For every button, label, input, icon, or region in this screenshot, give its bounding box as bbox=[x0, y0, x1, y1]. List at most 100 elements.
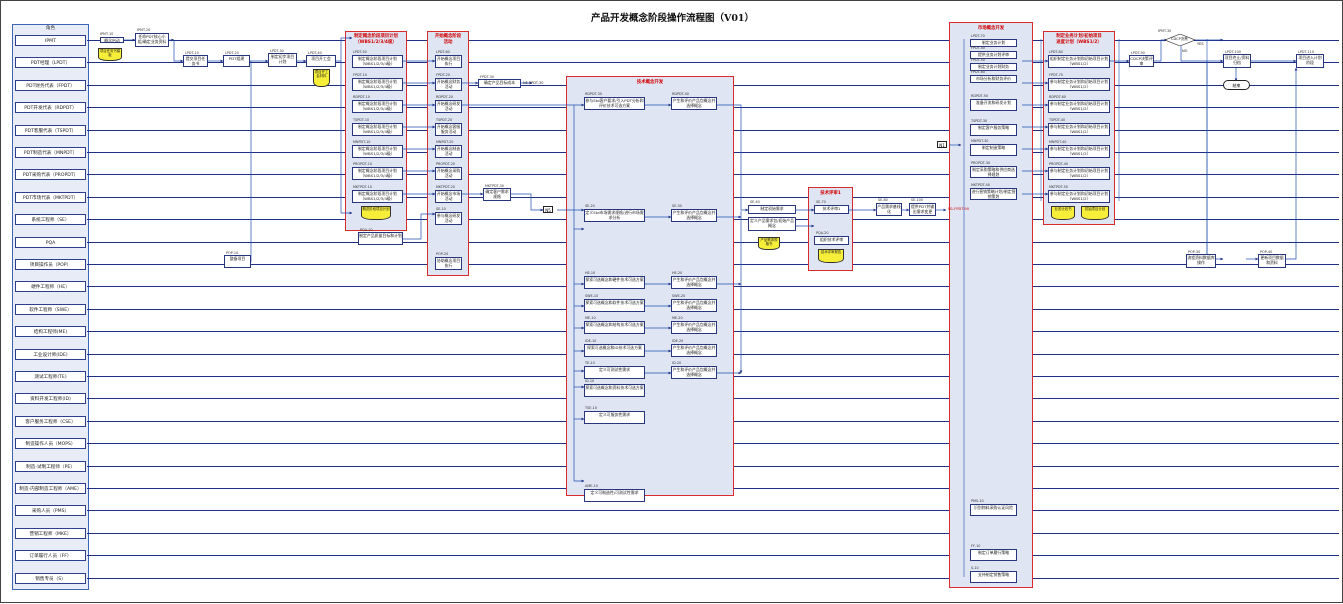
business-task-box-code: PROPDT-30 bbox=[971, 161, 991, 165]
cdcp-decision-diamond[interactable] bbox=[1165, 34, 1195, 46]
se40-box[interactable]: 制定初始需求 bbox=[748, 205, 796, 214]
swimlane-line bbox=[87, 62, 1339, 63]
yes-label: YES bbox=[1197, 42, 1204, 46]
start-task-box[interactable]: 开始概念采购活动 bbox=[435, 167, 462, 180]
bp-task-box[interactable]: 参与制定业务计划和初始项目计划（WBS1/2） bbox=[1048, 100, 1110, 113]
ipmt20-box[interactable]: 任命PDT核心小组/确定业务资料 bbox=[135, 33, 169, 47]
business-task-box[interactable]: 市场分析和财务评价 bbox=[970, 75, 1017, 83]
pqa10-box[interactable]: 制定产品质量目标和计划 bbox=[358, 232, 403, 245]
business-task-box[interactable]: 制定客户服务策略 bbox=[970, 124, 1017, 136]
start-box[interactable]: 概念启动 bbox=[100, 37, 124, 43]
se50-box[interactable]: 定义产品需求包/初始产品概念 bbox=[748, 217, 796, 231]
lpdt90-box[interactable]: CDCP决策评审 bbox=[1129, 55, 1154, 67]
start-task-box[interactable]: 开始概念客服服务活动 bbox=[435, 123, 462, 136]
bp-task-box[interactable]: 组织制定业务计划和初始项目计划（WBS1/2） bbox=[1048, 55, 1110, 68]
start-task-box[interactable]: 协助概念项目执行 bbox=[435, 257, 462, 270]
pop40-box[interactable]: 更新项目数据和资料 bbox=[1258, 254, 1286, 268]
lpdt110-code: LPDT-110 bbox=[1298, 50, 1314, 54]
tech-explore-box[interactable]: 定义可测试性需求 bbox=[584, 366, 645, 379]
plan-task-box[interactable]: 制定概念阶段项目计划（WBS1/2/3/4级） bbox=[352, 55, 403, 68]
plan-task-box[interactable]: 制定概念阶段项目计划（WBS1/2/3/4级） bbox=[352, 145, 403, 158]
tech-explore-box[interactable]: 定义可服务性需求 bbox=[584, 411, 645, 424]
pop10-box[interactable]: 整备项目 bbox=[224, 255, 251, 268]
business-task-box[interactable]: 识别物料采购认证风险 bbox=[970, 504, 1017, 516]
fpdt-link-label: N5-FPDT-30 bbox=[523, 81, 544, 85]
business-task-box[interactable]: 制定采购策略和供应商选择规划 bbox=[970, 166, 1017, 178]
bp-task-box[interactable]: 参与制定业务计划和初始项目计划（WBS1/2） bbox=[1048, 167, 1110, 180]
tech-concept-box[interactable]: 产生和评价产品包概念并选择概念 bbox=[671, 321, 717, 334]
tech-explore-box[interactable]: 探索可选概念和软件技术可选方案 bbox=[584, 299, 645, 312]
business-plan-document: 业务计划书 bbox=[1051, 206, 1075, 220]
business-task-box[interactable]: 制定订单履行策略 bbox=[970, 549, 1017, 561]
start-task-box-code: MNPDT-20 bbox=[436, 140, 454, 144]
start-task-box[interactable]: 开始概念项目执行 bbox=[435, 55, 462, 68]
tech-explore-box[interactable]: 探索可选概念和资料技术可选方案 bbox=[584, 384, 645, 397]
tech-concept-box[interactable]: 产生和评价产品包概念并选择概念 bbox=[671, 344, 717, 357]
tech-concept-box-code: SWE-20 bbox=[672, 294, 686, 298]
tech-explore-box[interactable]: 探索可选概念和ID技术可选方案 bbox=[584, 344, 645, 357]
phase-start-title: 开始概念阶段 bbox=[434, 34, 462, 39]
plan-task-box[interactable]: 制定概念阶段项目计划（WBS1/2/3/4级） bbox=[352, 190, 403, 203]
mkt30-box[interactable]: 确定客户需求规格 bbox=[483, 188, 511, 201]
start-task-box[interactable]: 开始概念财务活动 bbox=[435, 78, 462, 91]
se80-box[interactable]: 产品需求基线化 bbox=[876, 203, 902, 216]
start-task-box[interactable]: 开始概念制造活动 bbox=[435, 145, 462, 158]
pqa10-code: PQA-10 bbox=[360, 228, 373, 232]
tech-concept-box[interactable]: 产生和评价产品包概念并选择概念 bbox=[671, 97, 717, 110]
bp-task-box[interactable]: 参与制定业务计划和初始项目计划（WBS1/2） bbox=[1048, 190, 1110, 203]
tech-explore-box[interactable]: 定义可制造性/可测试性需求 bbox=[584, 489, 645, 502]
tr-report-document: 技术评审报告 bbox=[818, 249, 844, 263]
tr2-box[interactable]: 组织技术评审 bbox=[814, 236, 849, 245]
bp-task-box[interactable]: 参与制定业务计划和初始项目计划（WBS1/2） bbox=[1048, 78, 1110, 91]
lpdt100-box[interactable]: 项目终止/资料归档 bbox=[1223, 54, 1251, 68]
tr1-box[interactable]: 技术评审1 bbox=[814, 205, 849, 214]
se100-box[interactable]: 提供PDT并输出需求变更 bbox=[909, 203, 936, 216]
business-task-box-code: FPDT-50 bbox=[971, 58, 985, 62]
role-label: PDT客服代表（TSPDT） bbox=[15, 125, 86, 136]
tech-concept-box[interactable]: 产生和评价产品包概念并选择概念 bbox=[671, 276, 717, 289]
start-task-box[interactable]: 开始概念研发活动 bbox=[435, 100, 462, 113]
plan-task-box[interactable]: 制定概念阶段项目计划（WBS1/2/3/4级） bbox=[352, 78, 403, 91]
pop30-box[interactable]: 流程资料数据库操作 bbox=[1186, 254, 1216, 268]
bp-task-box-code: MNPDT-40 bbox=[1049, 140, 1067, 144]
business-task-box[interactable]: 进行营销策略计划/制定营销策划 bbox=[970, 188, 1017, 200]
business-task-box[interactable]: 支持制定销售策略 bbox=[970, 571, 1017, 583]
start-task-box[interactable]: 参与概念研发活动 bbox=[435, 212, 462, 225]
lpdt40-box[interactable]: 项目开工会 bbox=[306, 55, 336, 67]
plan-task-box[interactable]: 制定概念阶段项目计划（WBS1/2/3/4级） bbox=[352, 167, 403, 180]
lpdt30-box[interactable]: 制定初步项目计划 bbox=[268, 53, 297, 67]
tech-explore-box[interactable]: 定义Std市场需求规格/进行市场需求分析 bbox=[584, 209, 645, 222]
phase-tr-title: 技术评审1 bbox=[820, 191, 841, 196]
lpdt20-box[interactable]: PDT组建 bbox=[223, 55, 250, 67]
business-task-box[interactable]: 制定制造策略 bbox=[970, 144, 1017, 156]
bp-task-box[interactable]: 参与制定业务计划和初始项目计划（WBS1/2） bbox=[1048, 145, 1110, 158]
tech-concept-box-code: ID-20 bbox=[672, 361, 682, 365]
lpdt10-box[interactable]: 提交项目任务书 bbox=[183, 55, 208, 67]
role-label: 制造-试制工程师（PE） bbox=[15, 461, 86, 472]
plan-task-box[interactable]: 制定概念阶段项目计划（WBS1/2/3/4级） bbox=[352, 123, 403, 136]
plan-task-box[interactable]: 制定概念阶段项目计划（WBS1/2/3/4级） bbox=[352, 100, 403, 113]
business-task-box[interactable]: 制定业务计划财务 bbox=[970, 63, 1017, 71]
tech-concept-box[interactable]: 产生和评价产品包概念并选择概念 bbox=[671, 299, 717, 312]
business-task-box[interactable]: 制定业务计划 bbox=[970, 39, 1017, 47]
tech-explore-box[interactable]: 探索可选概念和硬件技术可选方案 bbox=[584, 276, 645, 289]
swimlane-line bbox=[87, 510, 1339, 511]
tech-explore-box-code: HE-10 bbox=[585, 271, 596, 275]
tech-explore-box-code: SE-20 bbox=[585, 204, 595, 208]
bp-task-box[interactable]: 参与制定业务计划和初始项目计划（WBS1/2） bbox=[1048, 123, 1110, 136]
tech-explore-box[interactable]: 探索可选概念和结构技术可选方案 bbox=[584, 321, 645, 334]
fpdt30-box[interactable]: 确定产品目标成本 bbox=[478, 79, 521, 88]
plan-document: 概念阶段项目计划 bbox=[361, 206, 391, 220]
tech-explore-box[interactable]: 参与Std客户要求/引入PDT分析和评价技术可选方案 bbox=[584, 97, 645, 110]
business-task-box[interactable]: 提供业务计划评审 bbox=[970, 51, 1017, 59]
lpdt100-code: LPDT-100 bbox=[1225, 50, 1241, 54]
tech-concept-box-code: HE-20 bbox=[672, 271, 683, 275]
business-task-box[interactable]: 准备开发和研发计划 bbox=[970, 99, 1017, 111]
lpdt110-box[interactable]: 项目进入计划阶段 bbox=[1296, 54, 1324, 68]
start-task-box[interactable]: 开始概念市场活动 bbox=[435, 190, 462, 203]
connector-n5: N5 bbox=[543, 206, 553, 213]
initial-plan-document: 初始项目计划 bbox=[1081, 206, 1109, 220]
tech-concept-box[interactable]: 产生和评价产品包概念并选择概念 bbox=[671, 209, 717, 222]
phase-plan-title: 制定概念阶段项目计划 bbox=[354, 34, 398, 39]
tech-concept-box[interactable]: 产生和评价产品包概念并选择概念 bbox=[671, 366, 717, 379]
